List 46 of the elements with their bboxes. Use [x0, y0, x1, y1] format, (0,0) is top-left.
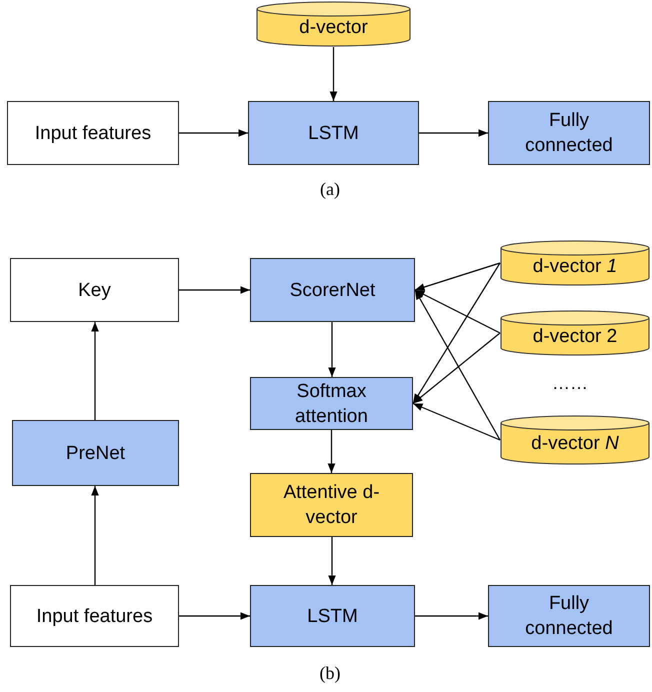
process-box: [10, 585, 179, 647]
arrow: [328, 537, 336, 585]
arrow: [414, 262, 500, 291]
node-label: LSTM: [307, 122, 360, 146]
node-label: PreNet: [64, 442, 126, 466]
process-box: [10, 258, 179, 322]
arrow: [328, 322, 336, 377]
node-label: d-vector: [299, 16, 368, 40]
arrow: [179, 129, 248, 137]
arrow: [412, 262, 501, 404]
node-label: d-vector 1: [532, 255, 618, 279]
arrow: [328, 430, 336, 473]
arrow: [330, 47, 338, 101]
arrow: [412, 332, 500, 404]
arrow: [412, 402, 500, 441]
node-label: LSTM: [306, 604, 359, 628]
process-box: [488, 585, 650, 647]
arrow: [179, 612, 250, 620]
node-label: d-vector N: [531, 432, 619, 456]
node-label: Input features: [34, 122, 152, 146]
process-box: [248, 101, 419, 165]
process-box: [12, 420, 179, 486]
process-box: [250, 258, 415, 322]
node-label: ScorerNet: [288, 278, 376, 302]
node-label: d-vector 2: [532, 325, 618, 349]
arrow: [419, 129, 488, 137]
node-label: Attentive d-vector: [282, 481, 381, 530]
caption: (b): [318, 662, 342, 684]
caption: (a): [319, 178, 341, 200]
node-label: Fully connected: [524, 109, 614, 158]
process-box: [250, 473, 413, 537]
node-label: Input features: [35, 604, 154, 628]
arrow: [179, 286, 250, 294]
process-box: [488, 101, 650, 165]
node-label: Fully connected: [524, 592, 614, 641]
ellipsis: ……: [551, 372, 589, 394]
process-box: [7, 101, 179, 165]
arrow: [414, 289, 500, 334]
arrow: [414, 290, 501, 440]
arrow: [91, 486, 99, 585]
process-box: [250, 377, 413, 430]
arrow: [415, 612, 488, 620]
node-label: Key: [77, 278, 112, 302]
arrow: [91, 322, 99, 420]
process-box: [250, 585, 415, 647]
node-label: Softmax attention: [294, 380, 369, 428]
